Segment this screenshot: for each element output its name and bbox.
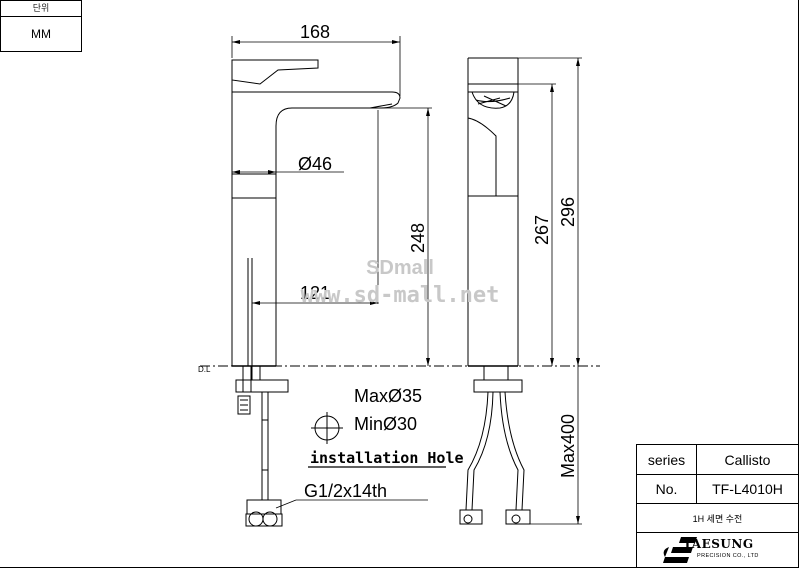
datum-label: D.L	[198, 365, 211, 374]
series-label: series	[637, 445, 697, 474]
dim-diameter-body: Ø46	[298, 154, 332, 174]
dim-width-top: 168	[300, 22, 330, 42]
company-logo: TAESUNG PRECISION CO., LTD	[637, 533, 798, 567]
dim-reach: 121	[300, 283, 330, 303]
dim-hose-max: Max400	[558, 414, 578, 478]
unit-value: MM	[31, 27, 51, 41]
product-description: 1H 세면 수전	[692, 513, 743, 524]
install-min-hole: MinØ30	[354, 414, 417, 434]
watermark-line1: SDmall	[366, 257, 434, 279]
company-name: TAESUNG	[683, 537, 754, 551]
unit-header: 단위	[1, 1, 81, 17]
company-subtitle: PRECISION CO., LTD	[697, 553, 759, 559]
number-value: TF-L4010H	[712, 481, 783, 497]
title-row-number: No. TF-L4010H	[637, 475, 798, 504]
side-view-faucet	[459, 57, 531, 525]
title-block: series Callisto No. TF-L4010H 1H 세면 수전 T…	[636, 444, 799, 568]
front-view-faucet	[200, 59, 600, 527]
series-value: Callisto	[724, 451, 771, 468]
title-row-description: 1H 세면 수전	[637, 504, 798, 533]
taesung-logo-icon	[663, 537, 697, 563]
dim-height-total: 296	[558, 197, 578, 227]
watermark-line2: www.sd-mall.net	[301, 283, 500, 308]
installation-hole-symbol	[311, 412, 343, 444]
dim-height-side: 267	[532, 215, 552, 245]
unit-box: 단위 MM	[0, 0, 82, 52]
dimension-arrows	[232, 40, 580, 524]
install-max-hole: MaxØ35	[354, 386, 422, 406]
install-hole-label: installation Hole	[310, 449, 464, 467]
thread-spec: G1/2x14th	[304, 481, 387, 501]
number-label: No.	[637, 475, 697, 503]
dim-height-spout: 248	[408, 223, 428, 253]
title-row-series: series Callisto	[637, 445, 798, 475]
